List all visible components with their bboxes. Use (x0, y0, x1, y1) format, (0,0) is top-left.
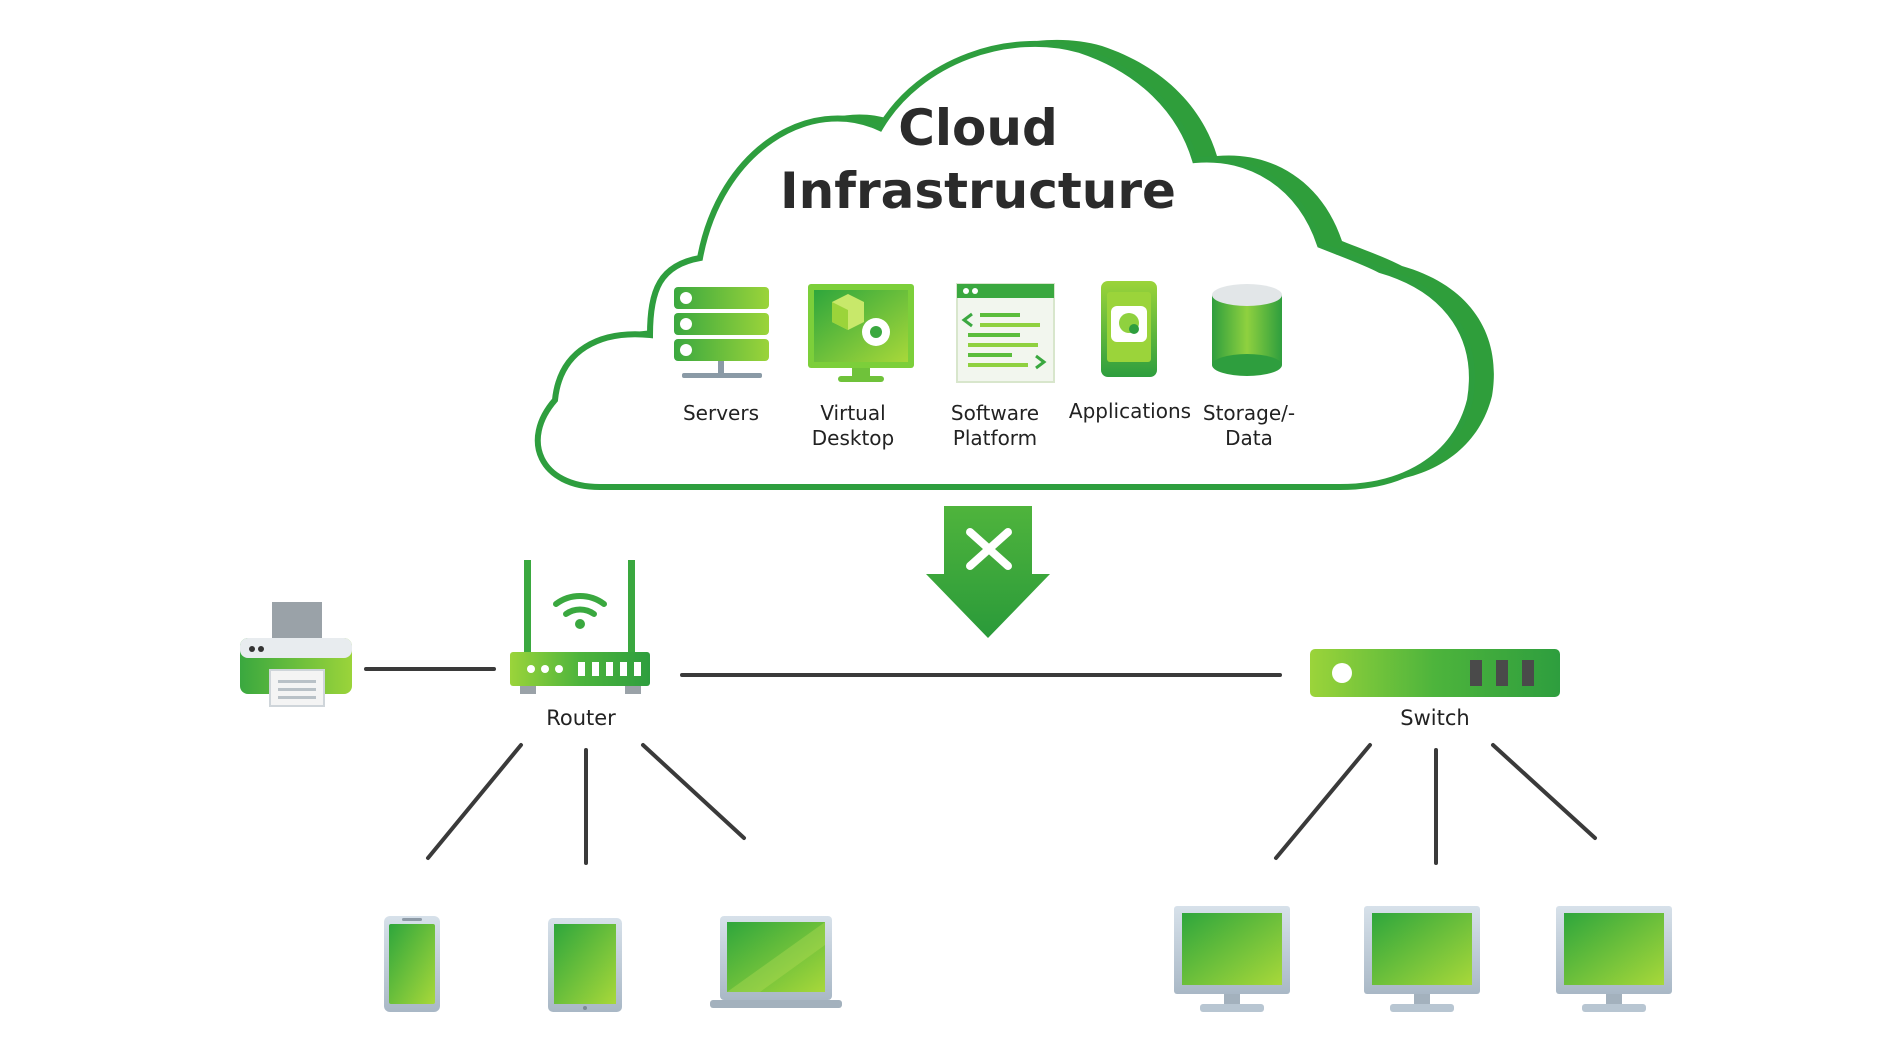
switch-icon (1310, 649, 1560, 697)
router-client-link (641, 743, 746, 840)
monitor-icon (1174, 906, 1290, 1012)
virtual-desktop-icon (808, 284, 914, 382)
switch-client-link (1274, 743, 1372, 860)
applications-icon (1101, 281, 1157, 377)
software-platform-icon (956, 283, 1055, 383)
storage-data-icon (1212, 284, 1282, 376)
laptop-icon (710, 916, 842, 1008)
service-label: Platform (953, 426, 1037, 450)
monitor-icon (1364, 906, 1480, 1012)
network-links (364, 667, 1597, 865)
switch-label: Switch (1400, 706, 1469, 730)
service-label: Applications (1069, 399, 1191, 423)
service-label: Servers (683, 401, 759, 425)
router-label: Router (546, 706, 616, 730)
router-client-link (426, 743, 523, 860)
tablet-icon (548, 918, 622, 1012)
service-label: Virtual (820, 401, 885, 425)
title-line-1: Cloud (898, 99, 1058, 157)
title-line-2: Infrastructure (780, 162, 1176, 220)
service-label: Desktop (812, 426, 894, 450)
arrow-down-icon (926, 506, 1050, 638)
switch-client-link (1491, 743, 1597, 840)
service-label: Software (951, 401, 1039, 425)
service-label: Storage/- (1203, 401, 1295, 425)
phone-icon (384, 916, 440, 1012)
service-label: Data (1225, 426, 1273, 450)
monitor-icon (1556, 906, 1672, 1012)
router-icon (510, 560, 650, 694)
printer-icon (240, 602, 352, 707)
servers-icon (674, 287, 769, 378)
